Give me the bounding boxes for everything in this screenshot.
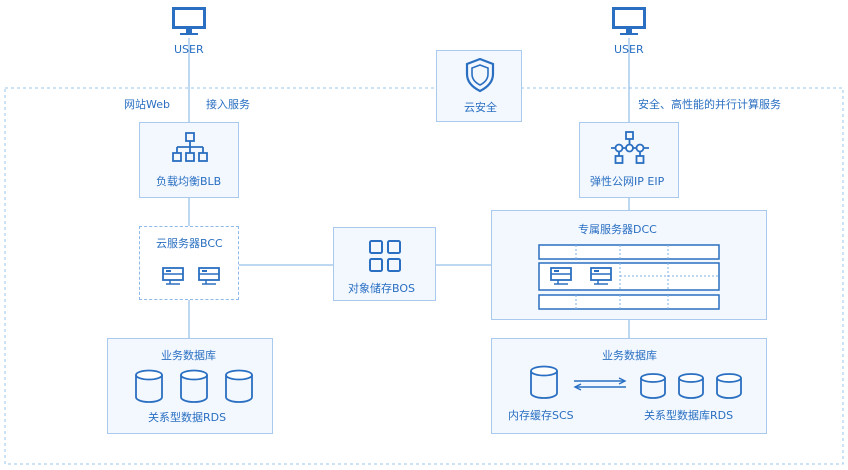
db-right-title: 业务数据库	[602, 349, 657, 362]
db-right-scs-label: 内存缓存SCS	[508, 409, 574, 422]
db-panel-right[interactable]: 业务数据库 内存缓存SCS 关系型数据库RDS	[491, 338, 767, 434]
bos-label: 对象储存BOS	[348, 282, 415, 295]
dcc-node[interactable]: 专属服务器DCC	[491, 210, 767, 320]
server-icon	[550, 267, 572, 285]
database-icon	[225, 369, 253, 403]
database-icon	[530, 365, 558, 399]
server-icon	[198, 267, 220, 285]
db-panel-left[interactable]: 业务数据库 关系型数据RDS	[107, 338, 273, 434]
edge-label-web: 网站Web	[124, 98, 170, 111]
dcc-label: 专属服务器DCC	[578, 223, 657, 236]
eip-node[interactable]: 弹性公网IP EIP	[579, 122, 679, 198]
user-label-right: USER	[614, 43, 644, 56]
bos-node[interactable]: 对象储存BOS	[333, 227, 436, 301]
bidirectional-arrow-icon	[573, 377, 627, 391]
db-left-rds-label: 关系型数据RDS	[148, 411, 227, 424]
cloud-security-label: 云安全	[464, 101, 497, 114]
bcc-label: 云服务器BCC	[156, 237, 223, 250]
server-icon	[162, 267, 184, 285]
server-icon	[590, 267, 612, 285]
database-icon	[678, 373, 704, 399]
network-tree-icon	[172, 132, 208, 162]
network-nodes-icon	[611, 131, 649, 164]
monitor-icon	[172, 7, 206, 35]
edge-label-compute-service: 安全、高性能的并行计算服务	[638, 98, 781, 111]
database-icon	[180, 369, 208, 403]
blb-node[interactable]: 负载均衡BLB	[139, 122, 239, 198]
edge-label-access: 接入服务	[206, 98, 250, 111]
database-icon	[135, 369, 163, 403]
grid-icon	[369, 240, 401, 272]
shield-icon	[465, 57, 495, 93]
bcc-node[interactable]: 云服务器BCC	[139, 226, 239, 300]
db-left-title: 业务数据库	[161, 349, 216, 362]
database-icon	[716, 373, 742, 399]
dcc-rack	[538, 244, 720, 310]
cloud-security-node[interactable]: 云安全	[436, 50, 522, 122]
db-right-rds-label: 关系型数据库RDS	[644, 409, 734, 422]
database-icon	[640, 373, 666, 399]
blb-label: 负载均衡BLB	[156, 175, 222, 188]
user-label-left: USER	[174, 43, 204, 56]
monitor-icon	[612, 7, 646, 35]
eip-label: 弹性公网IP EIP	[590, 175, 665, 188]
